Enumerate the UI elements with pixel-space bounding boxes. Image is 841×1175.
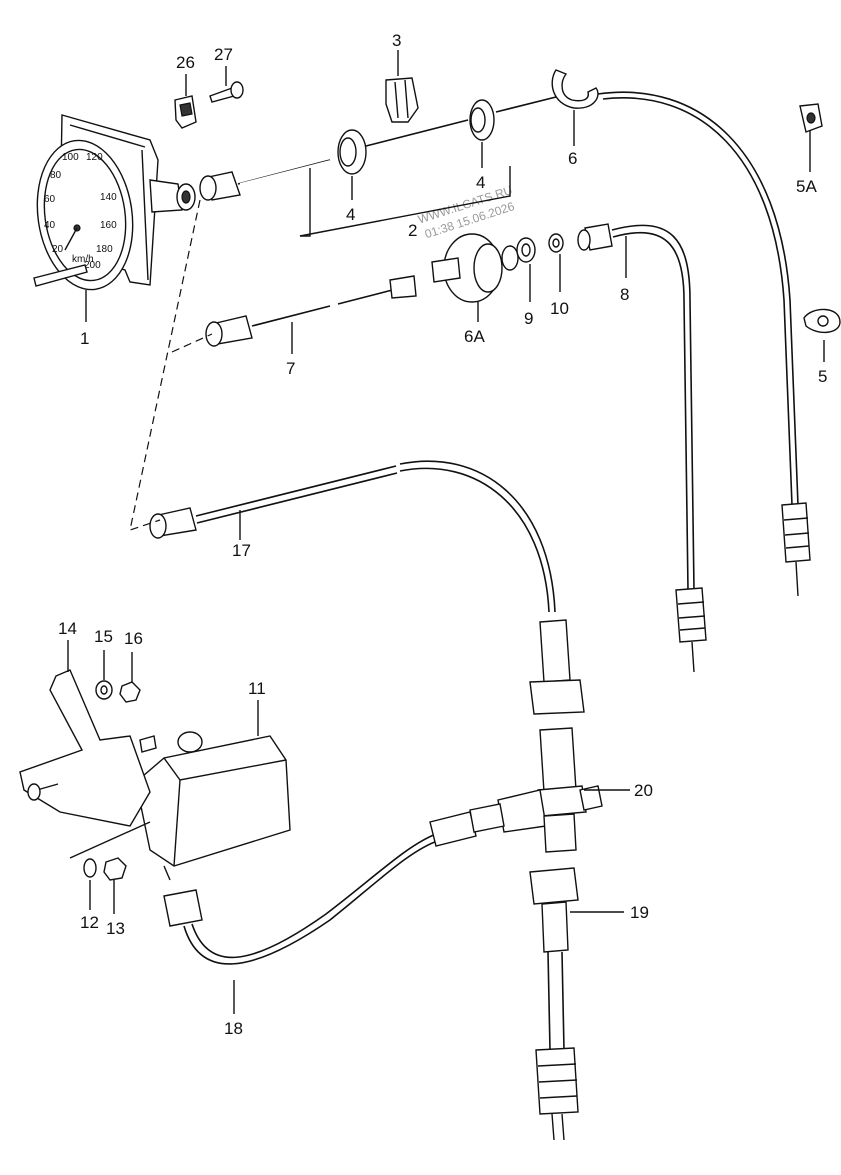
label-16: 16 — [124, 629, 143, 648]
label-18: 18 — [224, 1019, 243, 1038]
speedometer-instrument: 20 40 60 80 100 120 140 160 180 200 km/h — [33, 114, 196, 291]
speedometer-cable-2 — [199, 95, 561, 237]
clip-5a — [799, 103, 823, 133]
cable-19 — [529, 867, 579, 1141]
label-3: 3 — [392, 31, 401, 50]
label-14: 14 — [58, 619, 77, 638]
gauge-unit: km/h — [72, 254, 94, 265]
gauge-tick-180: 180 — [96, 244, 113, 255]
gauge-tick-60: 60 — [44, 194, 56, 205]
clip-26 — [174, 95, 197, 129]
gauge-tick-100: 100 — [62, 152, 79, 163]
cable-8 — [577, 223, 707, 673]
gauge-tick-200: 200 — [84, 260, 101, 271]
label-26: 26 — [176, 53, 195, 72]
label-12: 12 — [80, 913, 99, 932]
cable-17 — [149, 460, 556, 613]
clip-5 — [803, 308, 841, 333]
gauge-tick-80: 80 — [50, 170, 62, 181]
label-5: 5 — [818, 367, 827, 386]
callout-labels: 1 2 3 4 4 5 5A 6 6A 7 8 9 10 11 12 13 14… — [58, 31, 827, 1038]
leader-lines — [67, 50, 825, 1014]
label-5a: 5A — [796, 177, 817, 196]
long-cable-right — [597, 91, 811, 597]
bracket-guide-line — [69, 821, 151, 859]
label-6: 6 — [568, 149, 577, 168]
gauge-tick-40: 40 — [44, 220, 56, 231]
washer-10 — [548, 233, 564, 253]
cable-18 — [163, 803, 505, 965]
grommet-4-right — [469, 99, 495, 141]
gauge-tick-20: 20 — [52, 244, 64, 255]
gauge-tick-140: 140 — [100, 192, 117, 203]
bracket-clip-3 — [385, 77, 419, 123]
label-19: 19 — [630, 903, 649, 922]
dashed-connection-line — [129, 199, 213, 531]
label-15: 15 — [94, 627, 113, 646]
nut-16 — [119, 681, 141, 703]
label-27: 27 — [214, 45, 233, 64]
gauge-tick-120: 120 — [86, 152, 103, 163]
label-11: 11 — [248, 679, 266, 698]
label-8: 8 — [620, 285, 629, 304]
angle-drive-20 — [497, 619, 603, 853]
label-10: 10 — [550, 299, 569, 318]
label-20: 20 — [634, 781, 653, 800]
washer-12 — [83, 858, 97, 878]
bracket-14 — [19, 669, 151, 827]
sensor-unit-11 — [135, 731, 291, 881]
label-13: 13 — [106, 919, 125, 938]
label-9: 9 — [524, 309, 533, 328]
label-1: 1 — [80, 329, 89, 348]
watermark: WWW.ILCATS.RU 01:38 15.06.2026 — [416, 183, 516, 241]
washer-15 — [95, 680, 113, 700]
cable-clamp-6 — [551, 69, 599, 109]
label-17: 17 — [232, 541, 251, 560]
gauge-tick-160: 160 — [100, 220, 117, 231]
label-7: 7 — [286, 359, 295, 378]
drive-housing-6A — [431, 233, 519, 303]
label-4-left: 4 — [346, 205, 355, 224]
screw-27 — [209, 81, 244, 103]
nut-9 — [516, 237, 536, 263]
cable-7 — [205, 275, 417, 347]
grommet-4-left — [337, 129, 367, 175]
label-6a: 6A — [464, 327, 485, 346]
nut-13 — [103, 857, 127, 881]
label-4-right: 4 — [476, 173, 485, 192]
label-2: 2 — [408, 221, 417, 240]
